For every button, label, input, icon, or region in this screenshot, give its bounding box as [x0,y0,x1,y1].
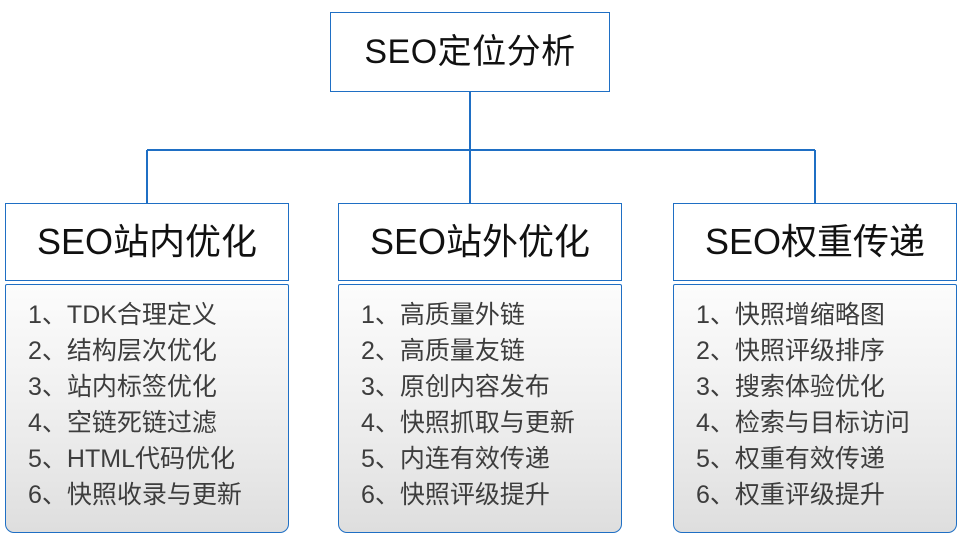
list-item[interactable]: 5 、 HTML代码优化 [6,441,288,477]
branch-body-2: 1 、 高质量外链 2 、 高质量友链 3 、 原创内容发布 4 、 快 [338,284,622,533]
list-item-text: TDK合理定义 [66,301,217,329]
list-item-index: 6 [361,481,375,509]
list-item-index: 3 [361,373,375,401]
branch-column-2: SEO站外优化 1 、 高质量外链 2 、 高质量友链 3 、 原创内容发布 [338,203,622,533]
list-item-index: 3 [28,373,42,401]
list-item[interactable]: 4 、 快照抓取与更新 [339,405,621,441]
list-item[interactable]: 3 、 原创内容发布 [339,369,621,405]
root-node[interactable]: SEO定位分析 [330,12,610,92]
branch-item-list-2: 1 、 高质量外链 2 、 高质量友链 3 、 原创内容发布 4 、 快 [339,297,621,513]
list-item-separator: 、 [41,373,67,401]
list-item-text: 搜索体验优化 [734,373,885,401]
list-item-text: 站内标签优化 [66,373,217,401]
list-item-text: 权重评级提升 [734,481,885,509]
list-item-text: 内连有效传递 [399,445,550,473]
list-item-text: 快照评级排序 [734,337,885,365]
list-item-separator: 、 [41,445,67,473]
list-item-separator: 、 [374,409,400,437]
list-item-separator: 、 [374,337,400,365]
list-item[interactable]: 1 、 高质量外链 [339,297,621,333]
branch-header-1[interactable]: SEO站内优化 [5,203,289,281]
list-item-text: 快照抓取与更新 [399,409,575,437]
list-item-index: 5 [361,445,375,473]
list-item[interactable]: 5 、 权重有效传递 [674,441,956,477]
list-item[interactable]: 1 、 TDK合理定义 [6,297,288,333]
list-item-index: 5 [28,445,42,473]
branch-body-1: 1 、 TDK合理定义 2 、 结构层次优化 3 、 站内标签优化 4 、 [5,284,289,533]
list-item[interactable]: 6 、 快照收录与更新 [6,477,288,513]
list-item-text: 检索与目标访问 [734,409,910,437]
branch-column-3: SEO权重传递 1 、 快照增缩略图 2 、 快照评级排序 3 、 搜索体验优化 [673,203,957,533]
list-item-text: 高质量外链 [399,301,525,329]
branch-header-label-3: SEO权重传递 [704,221,926,262]
list-item-text: 权重有效传递 [734,445,885,473]
list-item-index: 4 [28,409,42,437]
list-item[interactable]: 6 、 权重评级提升 [674,477,956,513]
list-item-index: 6 [28,481,42,509]
list-item-separator: 、 [41,481,67,509]
list-item-index: 2 [361,337,375,365]
branch-column-1: SEO站内优化 1 、 TDK合理定义 2 、 结构层次优化 3 、 站内标签优… [5,203,289,533]
list-item[interactable]: 3 、 搜索体验优化 [674,369,956,405]
list-item-separator: 、 [41,409,67,437]
list-item-text: 快照增缩略图 [734,301,885,329]
list-item-index: 4 [696,409,710,437]
list-item-separator: 、 [709,301,735,329]
list-item[interactable]: 3 、 站内标签优化 [6,369,288,405]
branch-body-3: 1 、 快照增缩略图 2 、 快照评级排序 3 、 搜索体验优化 4 、 [673,284,957,533]
list-item-separator: 、 [374,481,400,509]
root-node-label: SEO定位分析 [364,33,576,71]
list-item[interactable]: 2 、 高质量友链 [339,333,621,369]
list-item[interactable]: 1 、 快照增缩略图 [674,297,956,333]
list-item[interactable]: 4 、 空链死链过滤 [6,405,288,441]
list-item-index: 3 [696,373,710,401]
list-item[interactable]: 2 、 快照评级排序 [674,333,956,369]
list-item-separator: 、 [709,445,735,473]
branch-header-label-1: SEO站内优化 [36,221,258,262]
list-item-text: 结构层次优化 [66,337,217,365]
list-item-index: 2 [696,337,710,365]
list-item-separator: 、 [709,409,735,437]
list-item-separator: 、 [709,337,735,365]
list-item-index: 2 [28,337,42,365]
list-item-index: 1 [28,301,42,329]
list-item[interactable]: 5 、 内连有效传递 [339,441,621,477]
list-item-text: 高质量友链 [399,337,525,365]
list-item[interactable]: 2 、 结构层次优化 [6,333,288,369]
branch-header-3[interactable]: SEO权重传递 [673,203,957,281]
list-item-text: HTML代码优化 [66,445,235,473]
branch-header-label-2: SEO站外优化 [369,221,591,262]
list-item[interactable]: 4 、 检索与目标访问 [674,405,956,441]
list-item-text: 快照评级提升 [399,481,550,509]
list-item-separator: 、 [374,373,400,401]
branch-item-list-1: 1 、 TDK合理定义 2 、 结构层次优化 3 、 站内标签优化 4 、 [6,297,288,513]
list-item-separator: 、 [374,301,400,329]
list-item-index: 5 [696,445,710,473]
list-item[interactable]: 6 、 快照评级提升 [339,477,621,513]
list-item-index: 4 [361,409,375,437]
branch-header-2[interactable]: SEO站外优化 [338,203,622,281]
list-item-text: 原创内容发布 [399,373,550,401]
list-item-separator: 、 [374,445,400,473]
list-item-index: 1 [361,301,375,329]
list-item-index: 1 [696,301,710,329]
list-item-separator: 、 [709,373,735,401]
list-item-separator: 、 [709,481,735,509]
branch-item-list-3: 1 、 快照增缩略图 2 、 快照评级排序 3 、 搜索体验优化 4 、 [674,297,956,513]
list-item-index: 6 [696,481,710,509]
list-item-text: 快照收录与更新 [66,481,242,509]
list-item-text: 空链死链过滤 [66,409,217,437]
list-item-separator: 、 [41,337,67,365]
list-item-separator: 、 [41,301,67,329]
